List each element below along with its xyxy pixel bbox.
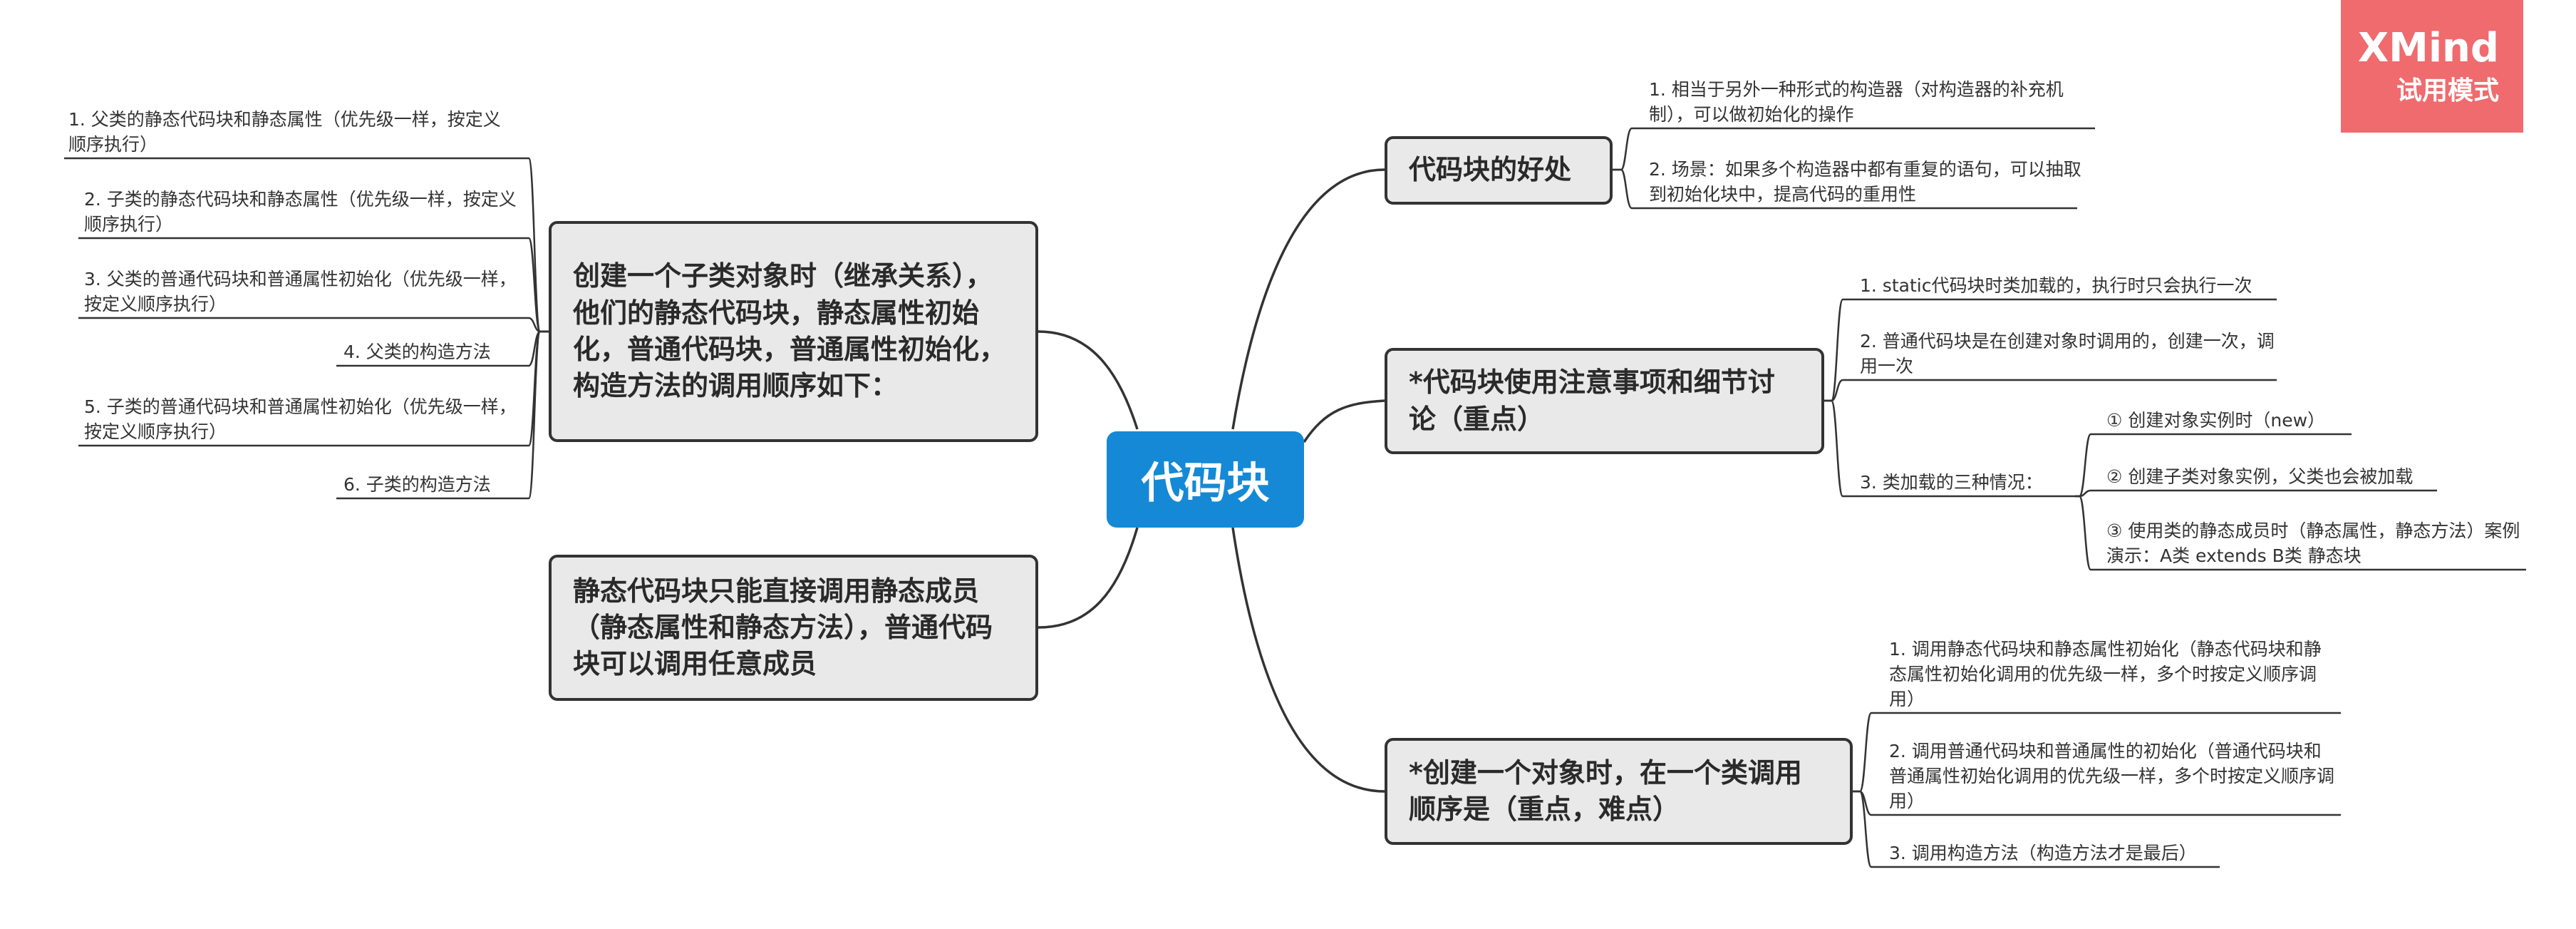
connector-central-benefits <box>1231 168 1385 430</box>
connector-central-notes <box>1303 399 1385 443</box>
leaf-notes-3[interactable]: 3. 类加载的三种情况： <box>1860 472 2043 493</box>
topic-notes-label: *代码块使用注意事项和细节讨论（重点） <box>1409 366 1775 435</box>
connector-central-static <box>1038 527 1139 629</box>
leaf-inherit-1[interactable]: 1. 父类的静态代码块和静态属性（优先级一样，按定义顺序执行） <box>68 109 501 155</box>
leaf-order-3[interactable]: 3. 调用构造方法（构造方法才是最后） <box>1889 843 2197 863</box>
xmind-watermark: XMind 试用模式 <box>2341 0 2523 133</box>
topic-inherit-label: 创建一个子类对象时（继承关系），他们的静态代码块，静态属性初始化，普通代码块，普… <box>573 260 1007 402</box>
watermark-title: XMind <box>2357 25 2499 71</box>
topic-order-label: *创建一个对象时，在一个类调用顺序是（重点，难点） <box>1409 756 1802 825</box>
leaf-order-1[interactable]: 1. 调用静态代码块和静态属性初始化（静态代码块和静态属性初始化调用的优先级一样… <box>1889 639 2322 709</box>
leaf-benefits-2[interactable]: 2. 场景：如果多个构造器中都有重复的语句，可以抽取到初始化块中，提高代码的重用… <box>1649 159 2081 205</box>
watermark-subtitle: 试用模式 <box>2396 76 2499 106</box>
topic-benefits-label: 代码块的好处 <box>1409 154 1572 186</box>
leaf-inherit-5[interactable]: 5. 子类的普通代码块和普通属性初始化（优先级一样，按定义顺序执行） <box>84 396 517 442</box>
topic-static-label: 静态代码块只能直接调用静态成员（静态属性和静态方法），普通代码块可以调用任意成员 <box>573 575 993 680</box>
leaf-case-1[interactable]: ① 创建对象实例时（new） <box>2106 410 2326 431</box>
topic-notes[interactable]: *代码块使用注意事项和细节讨论（重点） <box>1385 348 1824 454</box>
connector-central-inherit <box>1038 330 1139 430</box>
topic-inherit[interactable]: 创建一个子类对象时（继承关系），他们的静态代码块，静态属性初始化，普通代码块，普… <box>549 221 1038 442</box>
leaf-inherit-4[interactable]: 4. 父类的构造方法 <box>343 342 491 362</box>
leaf-case-2[interactable]: ② 创建子类对象实例，父类也会被加载 <box>2106 466 2414 487</box>
leaf-inherit-6[interactable]: 6. 子类的构造方法 <box>343 474 491 495</box>
leaf-inherit-2[interactable]: 2. 子类的静态代码块和静态属性（优先级一样，按定义顺序执行） <box>84 189 517 235</box>
leaf-order-2[interactable]: 2. 调用普通代码块和普通属性的初始化（普通代码块和普通属性初始化调用的优先级一… <box>1889 741 2335 811</box>
leaf-notes-2[interactable]: 2. 普通代码块是在创建对象时调用的，创建一次，调用一次 <box>1860 331 2275 376</box>
leaf-notes-1[interactable]: 1. static代码块时类加载的，执行时只会执行一次 <box>1860 275 2252 296</box>
topic-static[interactable]: 静态代码块只能直接调用静态成员（静态属性和静态方法），普通代码块可以调用任意成员 <box>549 555 1038 701</box>
leaf-benefits-1[interactable]: 1. 相当于另外一种形式的构造器（对构造器的补充机制），可以做初始化的操作 <box>1649 79 2064 125</box>
leaf-case-3[interactable]: ③ 使用类的静态成员时（静态属性，静态方法）案例演示：A类 extends B类… <box>2106 520 2520 566</box>
central-topic[interactable]: 代码块 <box>1107 431 1304 528</box>
leaf-inherit-3[interactable]: 3. 父类的普通代码块和普通属性初始化（优先级一样，按定义顺序执行） <box>84 269 517 314</box>
topic-benefits[interactable]: 代码块的好处 <box>1385 136 1613 205</box>
topic-order[interactable]: *创建一个对象时，在一个类调用顺序是（重点，难点） <box>1385 738 1853 845</box>
connector-central-order <box>1231 527 1385 793</box>
